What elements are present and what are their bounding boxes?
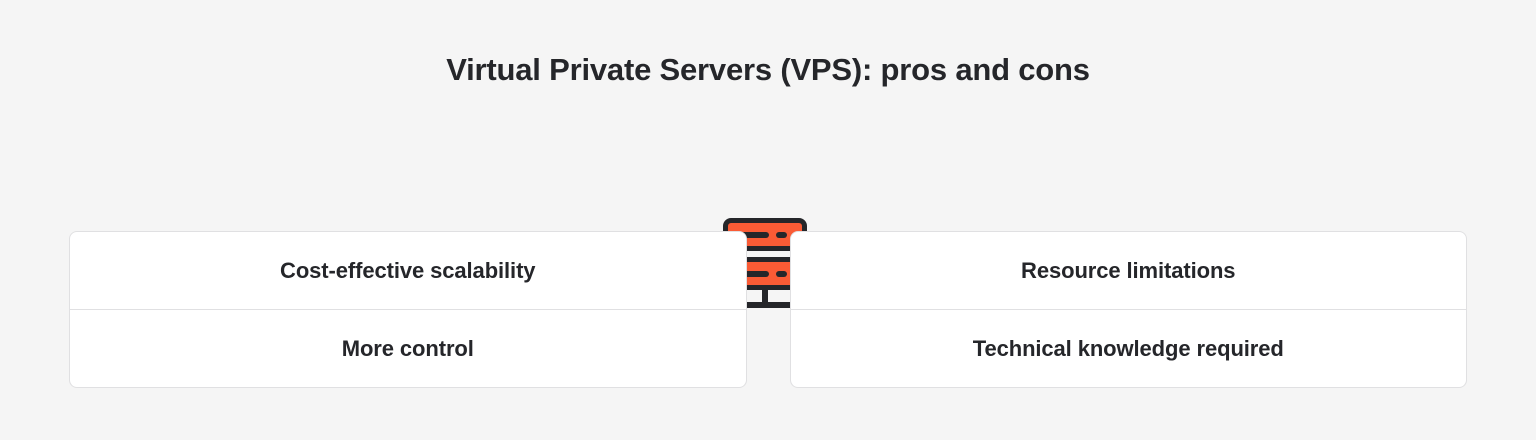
server-indicator-line-bottom xyxy=(737,271,769,277)
page-title: Virtual Private Servers (VPS): pros and … xyxy=(446,52,1090,87)
server-indicator-line-top xyxy=(737,232,769,238)
server-indicator-dot-bottom xyxy=(776,271,787,277)
server-stand-stem xyxy=(762,290,768,303)
icon-band xyxy=(0,105,1536,308)
list-item: Technical knowledge required xyxy=(790,309,1466,387)
pros-card: Cost-effective scalability More control xyxy=(69,231,747,388)
cards-container: Cost-effective scalability More control … xyxy=(69,231,1467,388)
server-stand-base xyxy=(731,302,799,308)
cons-card: Resource limitations Technical knowledge… xyxy=(789,231,1467,388)
server-indicator-dot-top xyxy=(776,232,787,238)
list-item: Cost-effective scalability xyxy=(280,257,536,283)
list-item: More control xyxy=(70,309,746,387)
list-item: Resource limitations xyxy=(1021,257,1236,283)
